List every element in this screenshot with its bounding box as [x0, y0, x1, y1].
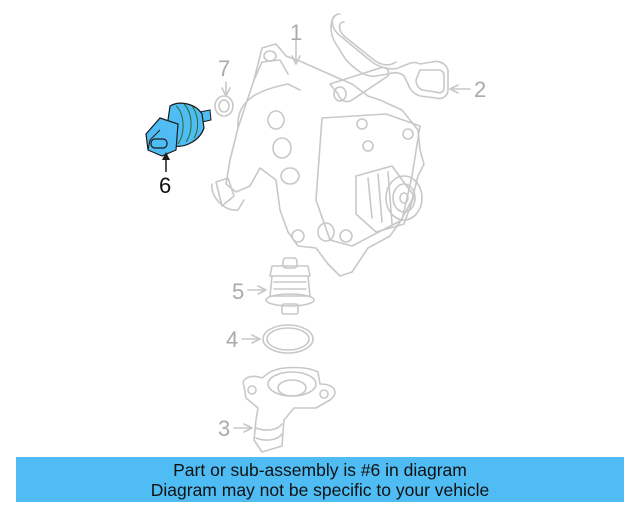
callout-3: 3 — [218, 416, 231, 441]
housing-part-3 — [242, 366, 336, 453]
sensor-part-6-highlighted[interactable] — [145, 102, 212, 172]
gasket-part-2 — [330, 13, 449, 100]
callout-7: 7 — [218, 56, 231, 81]
callout-5: 5 — [232, 279, 245, 304]
info-banner: Part or sub-assembly is #6 in diagram Di… — [16, 457, 624, 502]
banner-line-disclaimer: Diagram may not be specific to your vehi… — [150, 480, 490, 500]
o-ring-part-7 — [214, 95, 234, 117]
callout-6[interactable]: 6 — [159, 173, 172, 198]
parts-diagram: 1 2 3 4 5 6 7 — [145, 13, 487, 453]
callout-4: 4 — [226, 327, 239, 352]
leader-lines — [221, 39, 471, 433]
callout-1: 1 — [290, 20, 303, 45]
water-pump-part-1 — [211, 43, 425, 277]
banner-line-part-number: Part or sub-assembly is #6 in diagram — [173, 460, 467, 480]
seal-ring-part-4 — [262, 324, 314, 354]
callout-2: 2 — [474, 77, 487, 102]
thermostat-part-5 — [265, 257, 315, 315]
